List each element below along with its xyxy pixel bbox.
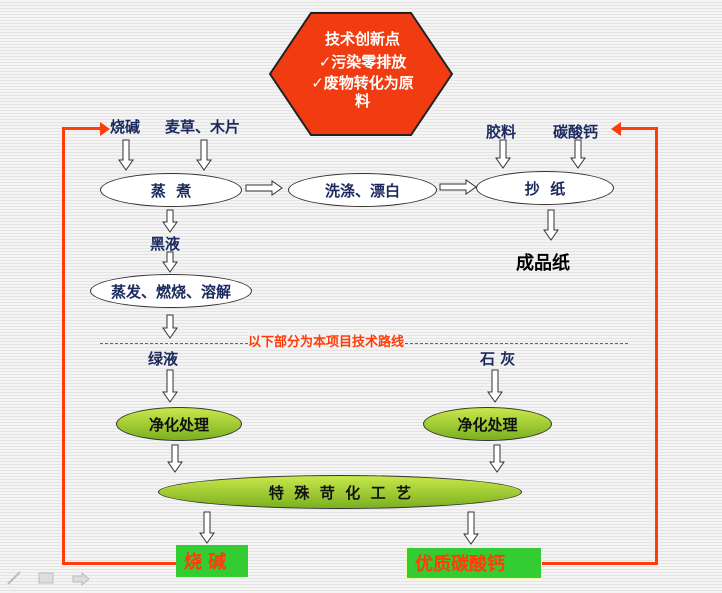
label-finished-paper: 成品纸 (516, 253, 570, 274)
label-black-liquor: 黑液 (150, 235, 181, 253)
hollow-right-arrow-icon (439, 179, 477, 195)
hollow-down-arrow-icon (463, 511, 479, 545)
hollow-right-arrow-icon (245, 180, 283, 196)
arrowhead-right-icon (100, 122, 110, 136)
innovation-text: 技术创新点 ✓污染零排放 ✓废物转化为原料 (290, 28, 435, 110)
output-caco3: 优质碳酸钙 (406, 547, 542, 579)
hollow-down-arrow-icon (495, 139, 511, 169)
node-cooking: 蒸 煮 (100, 173, 242, 207)
next-slide-arrow-icon[interactable] (72, 572, 90, 586)
node-causticizing: 特 殊 苛 化 工 艺 (158, 475, 522, 509)
pen-icon[interactable] (6, 570, 22, 586)
hollow-down-arrow-icon (118, 139, 134, 171)
loop-line-right-vertical (655, 127, 658, 565)
hollow-down-arrow-icon (162, 251, 178, 273)
hollow-down-arrow-icon (570, 139, 586, 169)
loop-line-left-top (62, 127, 102, 130)
hollow-down-arrow-icon (167, 444, 183, 473)
output-caustic: 烧 碱 (176, 545, 248, 577)
arrowhead-left-icon (611, 122, 621, 136)
label-caco3-input: 碳酸钙 (553, 123, 599, 141)
hollow-down-arrow-icon (196, 139, 212, 171)
hollow-down-arrow-icon (487, 369, 503, 403)
hollow-down-arrow-icon (199, 511, 215, 544)
loop-line-right-top (620, 127, 658, 130)
hollow-down-arrow-icon (162, 369, 178, 403)
hollow-down-arrow-icon (543, 209, 559, 241)
node-papermaking: 抄 纸 (476, 171, 614, 205)
innovation-hexagon (268, 12, 454, 136)
label-green-liquor: 绿液 (148, 350, 179, 368)
node-purify-left: 净化处理 (116, 407, 242, 441)
loop-line-left-vertical (62, 127, 65, 565)
node-washing: 洗涤、漂白 (288, 173, 437, 207)
label-lime: 石 灰 (480, 350, 516, 368)
divider-text: 以下部分为本项目技术路线 (248, 331, 405, 350)
node-purify-right: 净化处理 (423, 407, 552, 441)
innovation-point: ✓废物转化为原料 (311, 74, 414, 110)
hollow-down-arrow-icon (489, 444, 505, 473)
innovation-point: ✓污染零排放 (318, 53, 407, 71)
hollow-down-arrow-icon (162, 314, 178, 339)
label-caustic-input: 烧碱 (110, 118, 141, 136)
node-evaporation: 蒸发、燃烧、溶解 (90, 274, 252, 308)
slide-menu-icon[interactable] (38, 572, 54, 584)
label-glue-input: 胶料 (486, 123, 517, 141)
label-straw-input: 麦草、木片 (165, 118, 241, 136)
hollow-down-arrow-icon (162, 209, 178, 233)
innovation-title: 技术创新点 (324, 30, 400, 48)
loop-line-left-bottom (62, 562, 176, 565)
loop-line-right-bottom (542, 562, 658, 565)
